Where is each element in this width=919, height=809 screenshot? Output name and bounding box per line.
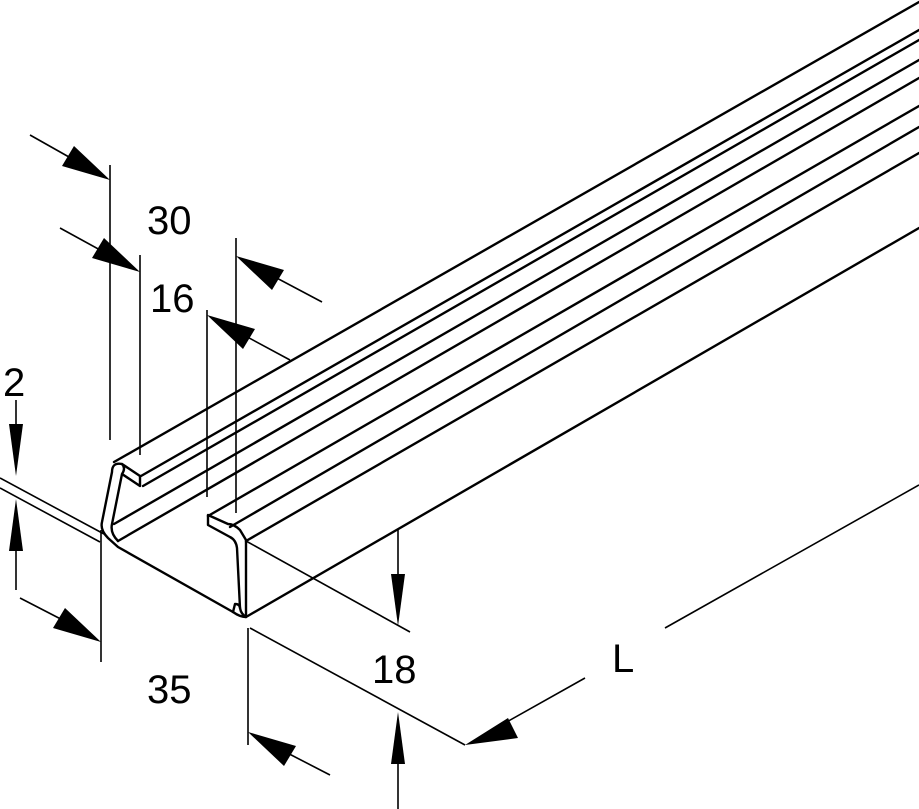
rail-profile (100, 462, 248, 619)
extension-line (245, 540, 411, 633)
label-18: 18 (372, 648, 417, 692)
arrow-icon (207, 315, 255, 349)
edge-right-flange-bend (228, 125, 919, 529)
label-35: 35 (147, 668, 192, 712)
arrow-icon (53, 608, 101, 642)
dimension-lines (0, 134, 919, 809)
dimension-labels: 30 16 2 35 18 L (3, 199, 634, 712)
edge-left-flange-top (112, 0, 919, 464)
edge-bottom-outer (244, 226, 919, 619)
arrow-icon (465, 718, 518, 745)
label-30: 30 (147, 199, 192, 243)
arrow-icon (391, 712, 405, 764)
profile-outline (100, 462, 248, 619)
arrow-icon (9, 424, 23, 476)
edge-right-flange-top (206, 104, 919, 518)
profile-corner (231, 602, 242, 614)
label-L: L (612, 637, 634, 681)
arrow-icon (248, 732, 296, 766)
dimension-line (664, 484, 919, 629)
extension-line (0, 487, 101, 543)
arrow-icon (92, 238, 140, 272)
edge-right-wall (244, 151, 919, 543)
arrow-icon (391, 574, 405, 626)
edge-inner-floor (116, 76, 919, 543)
extension-line (249, 627, 466, 746)
arrow-icon (62, 146, 110, 180)
profile-left-flange (110, 462, 142, 543)
rail-long-edges (112, 0, 919, 619)
arrow-icon (236, 256, 284, 290)
dimension-arrows (9, 146, 518, 766)
edge-inner-wall (112, 58, 919, 526)
label-2: 2 (3, 361, 25, 405)
label-16: 16 (150, 277, 195, 321)
edge-left-flange-bottom (141, 38, 919, 488)
extension-line (0, 477, 105, 535)
edge-left-flange-front (139, 28, 919, 478)
arrow-icon (9, 499, 23, 551)
